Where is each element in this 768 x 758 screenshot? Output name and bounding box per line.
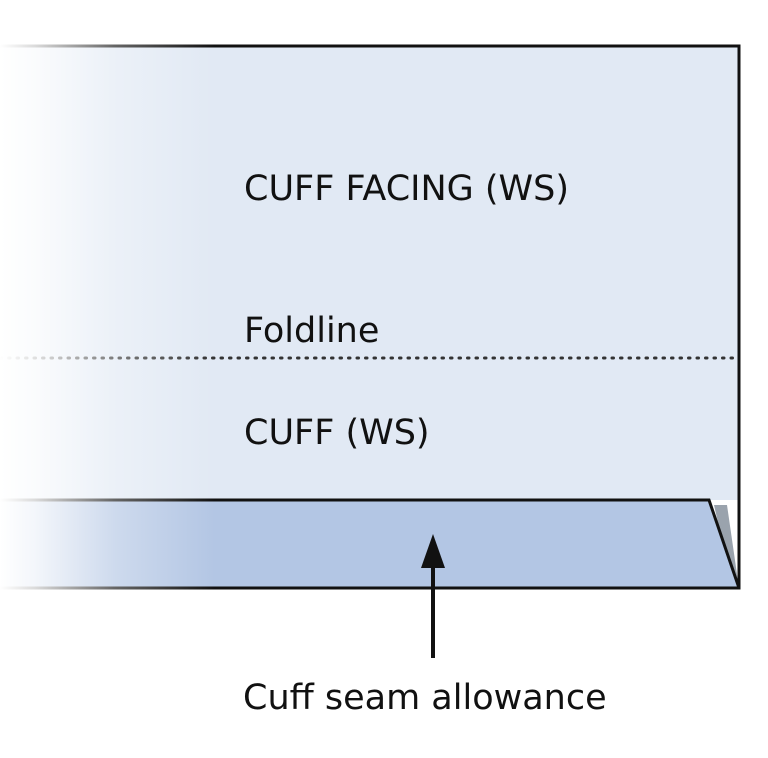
left-fade-overlay [0, 40, 768, 600]
cuff-label: CUFF (WS) [244, 413, 430, 453]
cuff-facing-label: CUFF FACING (WS) [244, 169, 569, 209]
seam-allowance-arrow [421, 534, 445, 658]
foldline-label: Foldline [244, 311, 379, 351]
seam-allowance-label: Cuff seam allowance [243, 678, 607, 718]
